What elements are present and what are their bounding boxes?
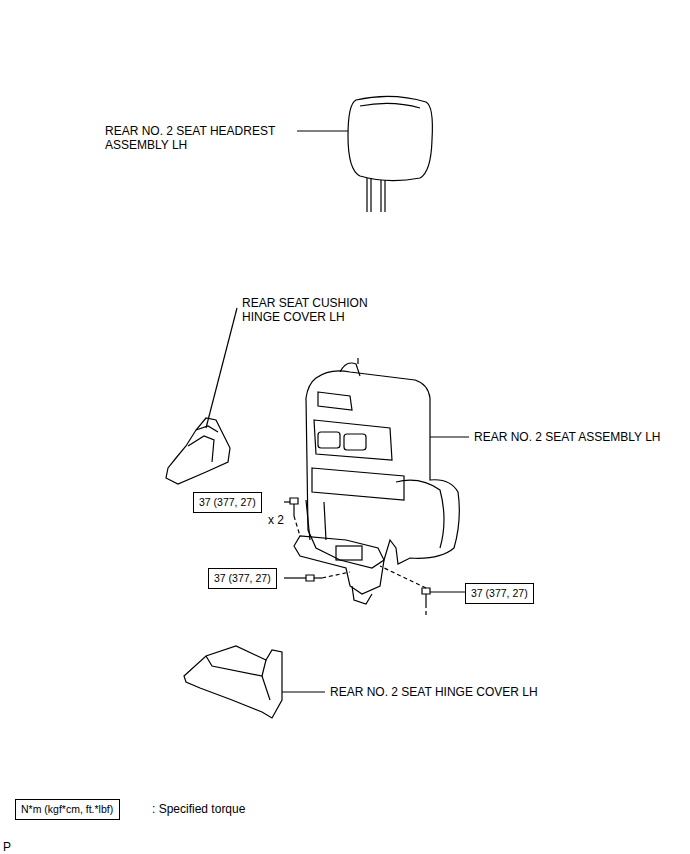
cushion-hinge-cover-drawing — [166, 308, 237, 484]
box-text: 37 (377, 27) — [471, 587, 528, 600]
seat-assembly-drawing — [284, 358, 469, 618]
box-text: N*m (kgf*cm, ft.*lbf) — [21, 803, 114, 816]
torque-box: 37 (377, 27) — [193, 492, 262, 513]
box-text: 37 (377, 27) — [199, 496, 256, 509]
quantity-note: x 2 — [268, 513, 308, 527]
part-name: REAR NO. 2 SEAT HINGE COVER LH — [330, 685, 590, 699]
torque-box: 37 (377, 27) — [465, 583, 534, 604]
headrest-drawing — [297, 96, 432, 212]
box-text: 37 (377, 27) — [214, 572, 271, 585]
figure-code: P — [3, 840, 23, 854]
part-name: REAR NO. 2 SEAT HEADREST ASSEMBLY LH — [105, 124, 305, 152]
torque-legend-box: N*m (kgf*cm, ft.*lbf) — [15, 799, 120, 820]
legend-note: : Specified torque — [152, 802, 312, 816]
seat-hinge-cover-drawing — [184, 646, 325, 718]
torque-box: 37 (377, 27) — [208, 568, 277, 589]
part-name: REAR SEAT CUSHION HINGE COVER LH — [242, 296, 402, 324]
part-name: REAR NO. 2 SEAT ASSEMBLY LH — [474, 430, 689, 444]
